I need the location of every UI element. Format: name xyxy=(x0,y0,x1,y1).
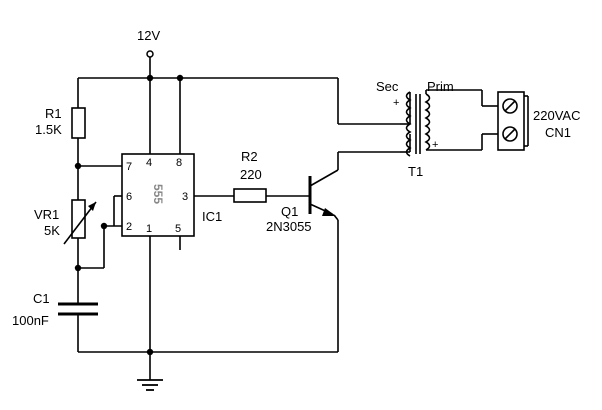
t1-ref: T1 xyxy=(408,164,423,179)
pin-1-label: 1 xyxy=(146,223,152,235)
connector-cn1: 220VAC CN1 xyxy=(497,91,580,151)
transformer-t1: + + Sec Prim T1 xyxy=(376,79,498,179)
pin-3-label: 3 xyxy=(182,191,188,203)
prim-polarity-plus: + xyxy=(432,139,438,151)
capacitor-c1: C1 100nF xyxy=(12,268,98,352)
r2-ref: R2 xyxy=(241,149,258,164)
pin-2-label: 2 xyxy=(126,221,132,233)
cn1-ref: CN1 xyxy=(545,125,571,140)
r1-value: 1.5K xyxy=(35,122,62,137)
q1-part: 2N3055 xyxy=(266,219,312,234)
pin-6-label: 6 xyxy=(126,191,132,203)
trigger-threshold-wire xyxy=(78,195,122,269)
ic1-555-timer: 7 4 8 6 3 2 1 5 555 IC1 xyxy=(121,78,222,352)
c1-ref: C1 xyxy=(33,291,50,306)
transistor-q1: Q1 2N3055 xyxy=(266,151,400,352)
ic1-chip-label: 555 xyxy=(151,184,165,204)
ic1-ref: IC1 xyxy=(202,209,222,224)
cn1-voltage: 220VAC xyxy=(533,108,580,123)
pin-5-label: 5 xyxy=(175,223,181,235)
pin-8-label: 8 xyxy=(176,157,182,169)
supply-terminal: 12V xyxy=(137,28,160,78)
supply-label: 12V xyxy=(137,28,160,43)
potentiometer-vr1: VR1 5K xyxy=(34,199,97,272)
ground-rail xyxy=(78,348,338,380)
q1-ref: Q1 xyxy=(281,204,298,219)
junction-dot xyxy=(100,222,108,230)
t1-sec-label: Sec xyxy=(376,79,399,94)
top-rail xyxy=(78,74,400,125)
pin-7-label: 7 xyxy=(126,161,132,173)
c1-value: 100nF xyxy=(12,313,49,328)
vr1-ref: VR1 xyxy=(34,207,59,222)
t1-prim-label: Prim xyxy=(427,79,454,94)
pin7-wire xyxy=(74,162,122,200)
vr1-value: 5K xyxy=(44,223,60,238)
ground-symbol xyxy=(137,379,163,391)
sec-polarity-plus: + xyxy=(393,97,399,109)
pin-4-label: 4 xyxy=(146,157,152,169)
r1-ref: R1 xyxy=(45,106,62,121)
resistor-r1: R1 1.5K xyxy=(35,78,86,166)
resistor-r2: R2 220 xyxy=(194,149,310,203)
r2-value: 220 xyxy=(240,167,262,182)
